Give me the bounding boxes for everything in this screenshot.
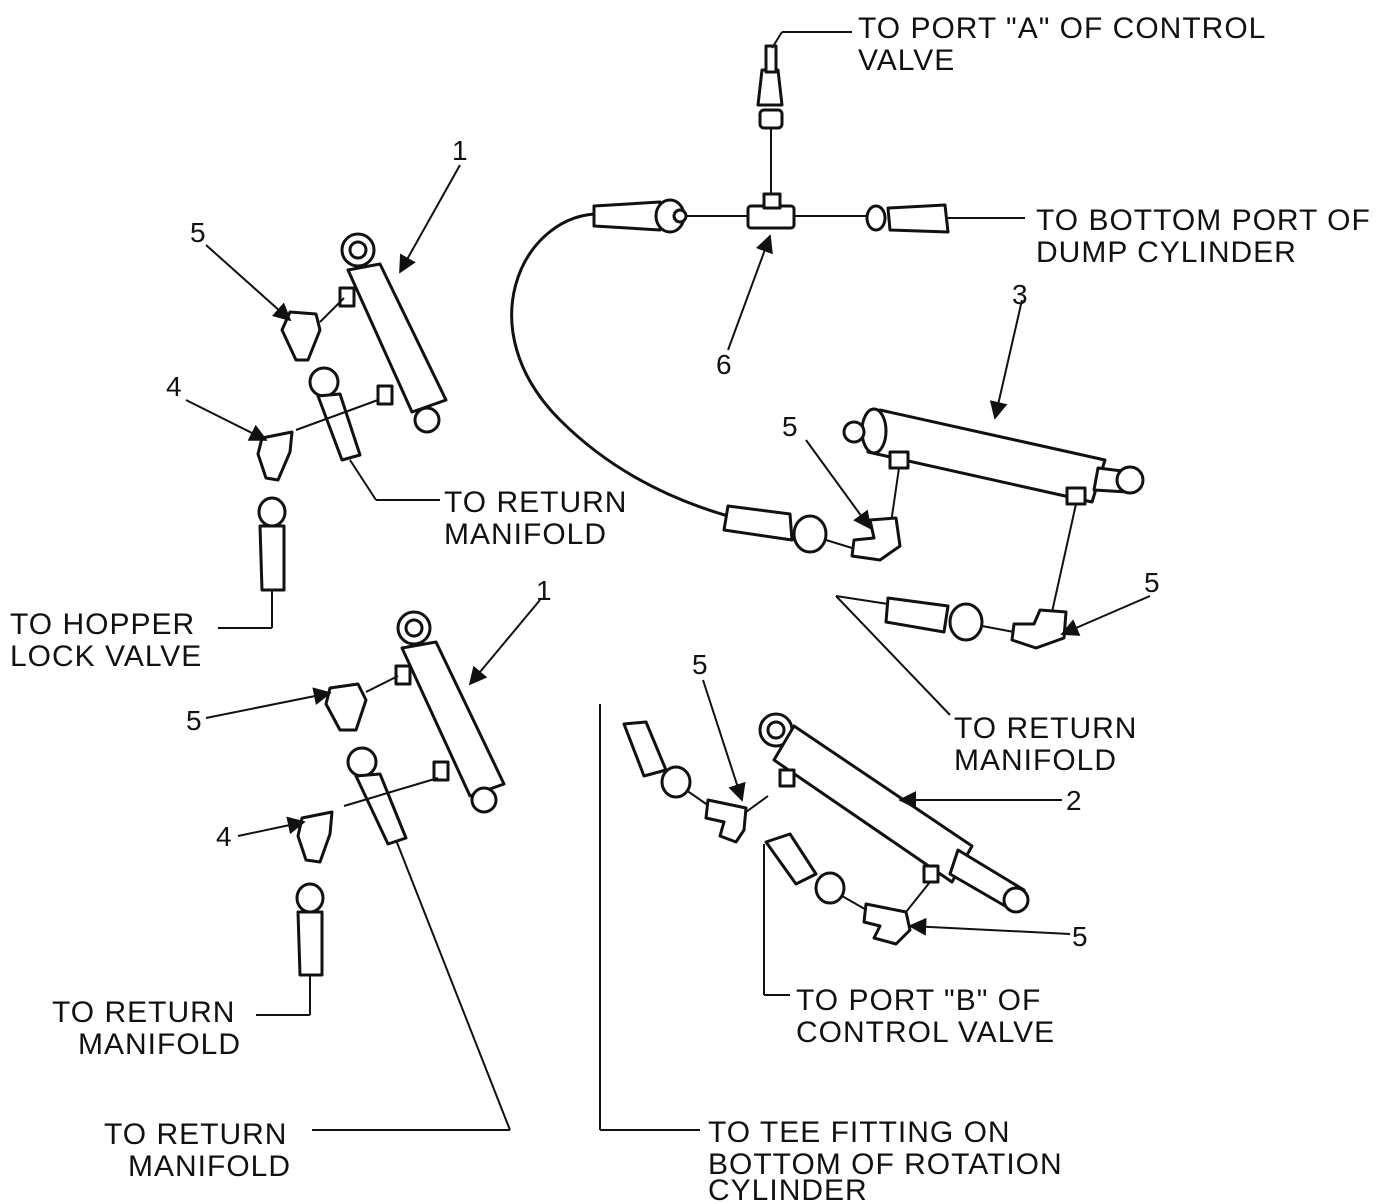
callout-5-f: 5: [1072, 921, 1088, 952]
callout-6: 6: [716, 349, 732, 380]
label-port-a-line1: TO PORT "A" OF CONTROL: [858, 12, 1266, 45]
label-hopper-line1: TO HOPPER: [10, 608, 195, 641]
callout-5-b: 5: [782, 411, 798, 442]
label-tee-line1: TO TEE FITTING ON: [708, 1116, 1011, 1149]
label-tee-line3: CYLINDER: [708, 1174, 868, 1204]
label-return-manifold-2-line2: MANIFOLD: [954, 744, 1117, 777]
label-return-manifold-4-line1: TO RETURN: [104, 1118, 287, 1151]
label-return-manifold-1-line2: MANIFOLD: [444, 518, 607, 551]
callout-5-a: 5: [190, 217, 206, 248]
callout-4-lower: 4: [216, 821, 232, 852]
cylinder-1-upper: [218, 232, 448, 629]
cylinder-3: [722, 407, 1145, 650]
label-port-b-line1: TO PORT "B" OF: [796, 984, 1041, 1017]
callout-5-c: 5: [1144, 567, 1160, 598]
label-return-manifold-4-line2: MANIFOLD: [128, 1150, 291, 1183]
label-dump-line1: TO BOTTOM PORT OF: [1036, 204, 1371, 237]
cylinder-1-lower: [256, 610, 511, 1131]
callout-5-e: 5: [186, 705, 202, 736]
callout-2: 2: [1066, 785, 1082, 816]
label-tee-line2: BOTTOM OF ROTATION: [708, 1148, 1063, 1181]
callout-4-upper: 4: [166, 371, 182, 402]
leader-lines: [185, 31, 1151, 1131]
callout-1-lower: 1: [536, 575, 552, 606]
label-dump-line2: DUMP CYLINDER: [1036, 236, 1297, 269]
label-return-manifold-3-line2: MANIFOLD: [78, 1028, 241, 1061]
callout-1-upper: 1: [452, 135, 468, 166]
text-labels: TO PORT "A" OF CONTROL VALVE TO BOTTOM P…: [10, 12, 1371, 1204]
label-return-manifold-3-line1: TO RETURN: [52, 996, 235, 1029]
label-return-manifold-2-line1: TO RETURN: [954, 712, 1137, 745]
tee-fitting-assembly: [510, 44, 1025, 518]
label-port-a-line2: VALVE: [858, 44, 955, 77]
callout-numbers: 1 5 4 6 3 5 5 1 5 5 4 2 5: [166, 135, 1160, 952]
cylinder-2: [599, 704, 1030, 1131]
label-return-manifold-1-line1: TO RETURN: [444, 486, 627, 519]
label-hopper-line2: LOCK VALVE: [10, 640, 202, 673]
label-port-b-line2: CONTROL VALVE: [796, 1016, 1055, 1049]
callout-3: 3: [1012, 279, 1028, 310]
callout-5-d: 5: [692, 649, 708, 680]
